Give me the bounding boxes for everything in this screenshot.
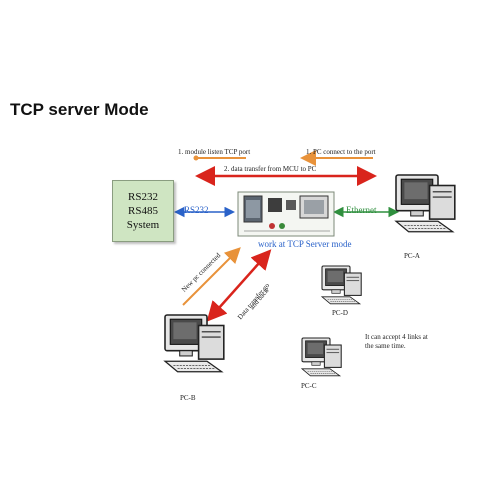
- serial-module-board: [237, 191, 335, 237]
- four-links-line-2: the same time.: [365, 342, 406, 350]
- system-line-3: System: [126, 219, 160, 231]
- pc-connect-label: 1. PC connect to the port: [306, 148, 376, 156]
- data-back-arrow: [206, 249, 272, 322]
- work-mode-label: work at TCP Server mode: [258, 239, 352, 249]
- pc-b-label: PC-B: [180, 394, 196, 402]
- pc-d-label: PC-D: [332, 309, 348, 317]
- system-line-2: RS485: [128, 205, 158, 217]
- four-links-line-1: It can accept 4 links at: [365, 333, 428, 341]
- data-transfer-label: 2. data transfer from MCU to PC: [224, 165, 317, 173]
- pc-c-label: PC-C: [301, 382, 317, 390]
- listen-label: 1. module listen TCP port: [178, 148, 251, 156]
- pc-b-computer: [164, 314, 225, 373]
- pc-a-label: PC-A: [404, 252, 420, 260]
- rs232-label: RS232: [184, 205, 209, 215]
- pc-d-computer: [321, 265, 362, 305]
- pc-a-computer: [395, 174, 456, 233]
- system-line-1: RS232: [128, 191, 158, 203]
- ethernet-label: Ethernet: [346, 205, 377, 215]
- pc-c-computer: [301, 337, 342, 377]
- rs232-rs485-system-box: RS232 RS485 System: [112, 180, 174, 242]
- page-title: TCP server Mode: [10, 100, 149, 119]
